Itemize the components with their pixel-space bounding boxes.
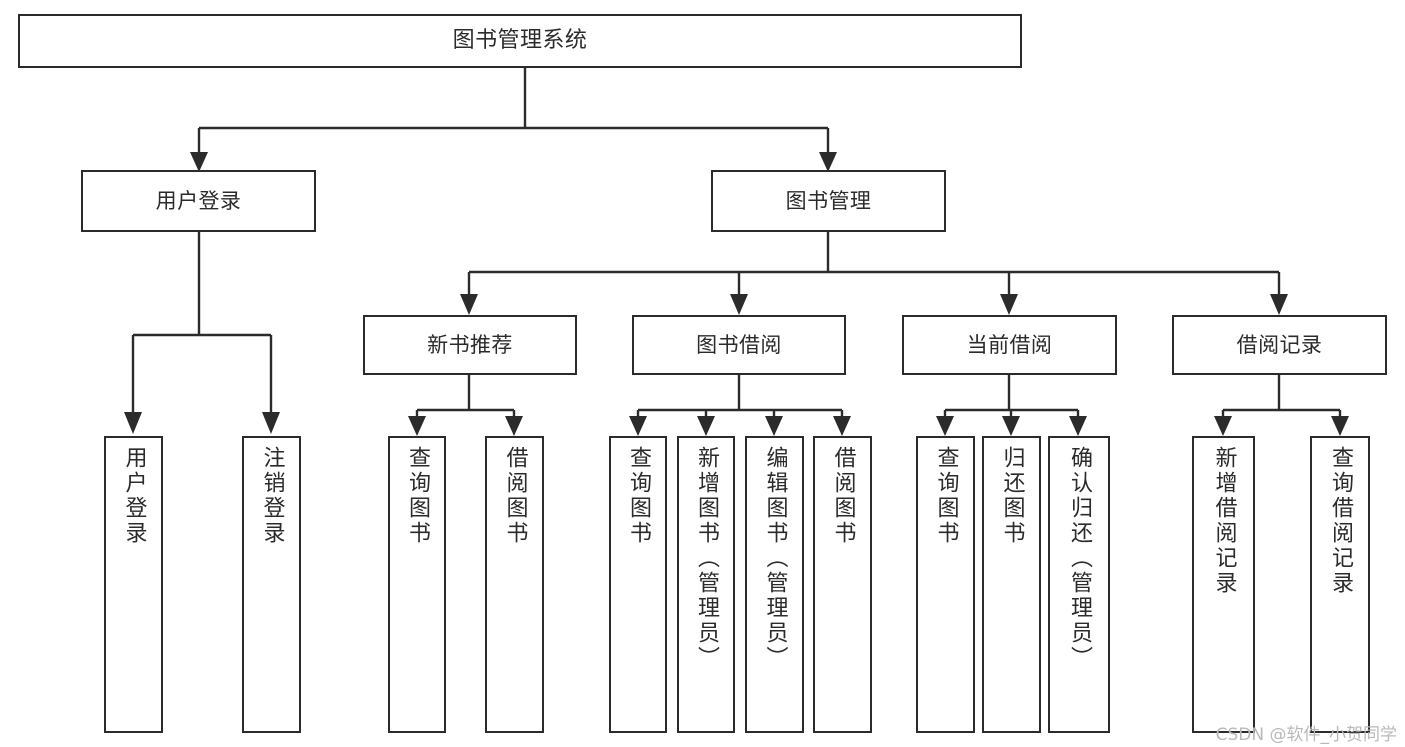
leaf-user-login-login[interactable]: 用户登录 xyxy=(104,436,163,733)
leaf-borrowrecord-add-record[interactable]: 新增借阅记录 xyxy=(1192,436,1255,733)
node-label: 图书管理 xyxy=(785,188,872,213)
node-label: 确认归还（管理员） xyxy=(1067,446,1092,671)
node-current-borrow[interactable]: 当前借阅 xyxy=(902,315,1117,375)
node-label: 图书借阅 xyxy=(696,332,782,357)
leaf-borrowrecord-query-record[interactable]: 查询借阅记录 xyxy=(1310,436,1370,733)
connector-currentborrow-to-leaves xyxy=(936,375,1087,436)
node-label: 借阅记录 xyxy=(1236,332,1323,357)
leaf-currentborrow-confirm-return-admin[interactable]: 确认归还（管理员） xyxy=(1048,436,1110,733)
node-label: 查询图书 xyxy=(405,446,430,546)
leaf-newbook-borrow-book[interactable]: 借阅图书 xyxy=(485,436,544,733)
leaf-bookborrow-query-book[interactable]: 查询图书 xyxy=(609,436,667,733)
leaf-bookborrow-edit-book-admin[interactable]: 编辑图书（管理员） xyxy=(745,436,804,733)
leaf-user-login-logout[interactable]: 注销登录 xyxy=(242,436,301,733)
node-root-book-management-system[interactable]: 图书管理系统 xyxy=(18,14,1022,68)
watermark-csdn: CSDN @软件_小贺同学 xyxy=(1215,725,1397,745)
node-label: 查询借阅记录 xyxy=(1328,446,1353,596)
connector-bookborrow-to-leaves xyxy=(629,375,851,436)
node-label: 新增借阅记录 xyxy=(1211,446,1237,596)
leaf-currentborrow-query-book[interactable]: 查询图书 xyxy=(916,436,975,733)
connector-userlogin-to-leaves xyxy=(124,232,280,434)
node-label: 查询图书 xyxy=(626,446,651,546)
node-label: 注销登录 xyxy=(259,446,285,546)
connector-borrowrecord-to-leaves xyxy=(1214,375,1349,436)
node-book-borrow[interactable]: 图书借阅 xyxy=(632,315,846,375)
node-borrow-record[interactable]: 借阅记录 xyxy=(1172,315,1387,375)
node-label: 用户登录 xyxy=(155,188,242,213)
leaf-bookborrow-borrow-book[interactable]: 借阅图书 xyxy=(813,436,872,733)
connector-newbook-to-leaves xyxy=(408,375,523,436)
node-label: 用户登录 xyxy=(121,446,147,546)
leaf-currentborrow-return-book[interactable]: 归还图书 xyxy=(982,436,1041,733)
node-label: 编辑图书（管理员） xyxy=(762,446,788,671)
node-user-login[interactable]: 用户登录 xyxy=(81,170,316,232)
leaf-newbook-query-book[interactable]: 查询图书 xyxy=(388,436,446,733)
node-label: 查询图书 xyxy=(933,446,959,546)
node-label: 新增图书（管理员） xyxy=(694,446,719,671)
node-label: 当前借阅 xyxy=(966,332,1053,357)
connector-root-to-level2 xyxy=(190,68,837,172)
node-label: 借阅图书 xyxy=(502,446,528,546)
leaf-bookborrow-add-book-admin[interactable]: 新增图书（管理员） xyxy=(677,436,735,733)
node-book-management[interactable]: 图书管理 xyxy=(711,170,946,232)
connector-bookmgmt-to-level3 xyxy=(460,232,1288,315)
node-label: 图书管理系统 xyxy=(452,28,588,54)
node-new-book-recommend[interactable]: 新书推荐 xyxy=(363,315,577,375)
node-label: 借阅图书 xyxy=(830,446,856,546)
node-label: 新书推荐 xyxy=(427,332,513,357)
node-label: 归还图书 xyxy=(999,446,1025,546)
